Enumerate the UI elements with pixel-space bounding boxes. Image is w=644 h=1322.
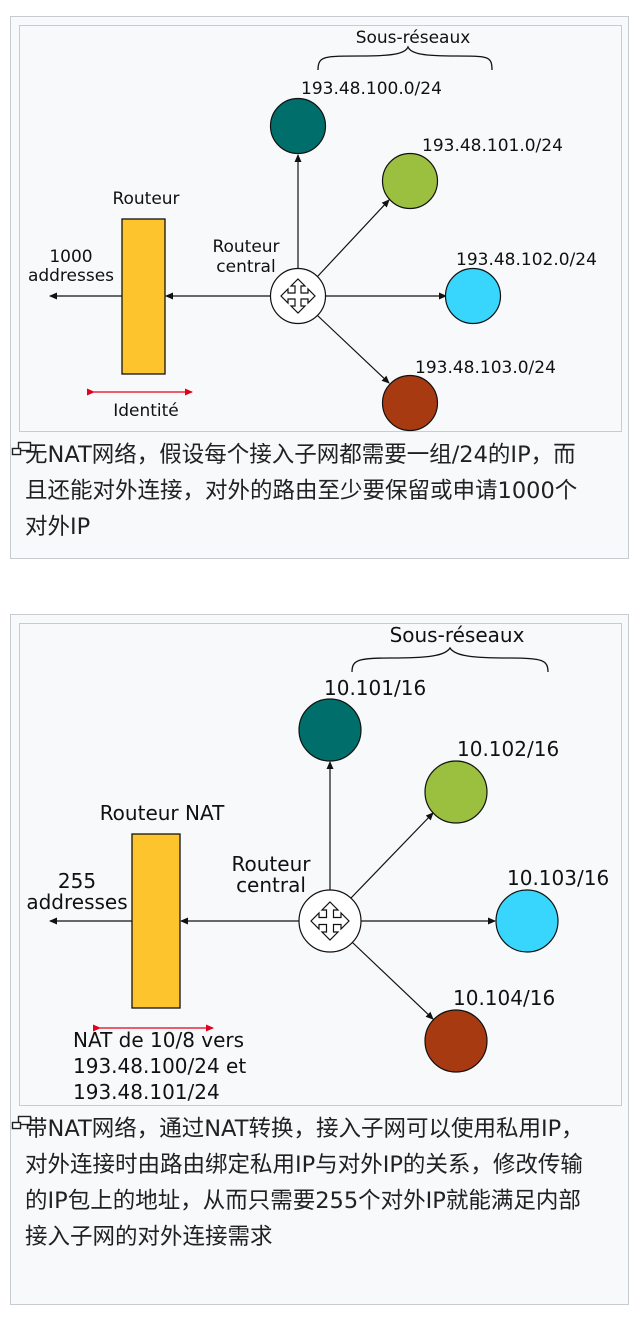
nat-label-line1: NAT de 10/8 vers [73, 1028, 244, 1052]
figure-1: Sous-réseaux 193.48.100.0/24 193 [10, 16, 629, 559]
diagram-without-nat: Sous-réseaux 193.48.100.0/24 193 [28, 28, 597, 432]
link-subnet-2 [343, 812, 434, 906]
subnet-label-2: 193.48.101.0/24 [422, 136, 563, 156]
router-label: Routeur [112, 189, 179, 209]
subnet-node-cyan [444, 267, 502, 325]
figure-2-caption: 带NAT网络，通过NAT转换，接入子网可以使用私用IP，对外连接时由路由绑定私用… [25, 1116, 584, 1250]
subnet-node-rust [424, 1009, 488, 1073]
enlarge-icon[interactable] [11, 441, 33, 459]
central-router-icon [269, 267, 327, 325]
nat-label-line3: 193.48.101/24 [73, 1080, 220, 1104]
link-subnet-2 [310, 199, 390, 284]
subnets-brace [317, 45, 493, 71]
subnets-brace [351, 646, 549, 673]
link-subnet-4 [310, 308, 390, 384]
subnet-label-3: 193.48.102.0/24 [456, 250, 597, 270]
figure-2-image[interactable]: Sous-réseaux 10.101/16 10.102/16 [19, 623, 622, 1106]
subnet-node-teal [298, 698, 362, 762]
subnet-label-4: 10.104/16 [453, 986, 555, 1010]
subnets-title: Sous-réseaux [390, 623, 525, 647]
subnet-node-cyan [495, 889, 559, 953]
subnet-node-green [424, 760, 488, 824]
enlarge-icon[interactable] [11, 1115, 33, 1133]
subnet-label-1: 10.101/16 [324, 676, 426, 700]
diagram-with-nat: Sous-réseaux 10.101/16 10.102/16 [26, 623, 609, 1104]
subnet-label-4: 193.48.103.0/24 [415, 358, 556, 378]
nat-label-line2: 193.48.100/24 et [73, 1054, 246, 1078]
central-router-icon [298, 889, 362, 953]
subnet-label-3: 10.103/16 [507, 866, 609, 890]
external-addresses: addresses [26, 890, 127, 914]
router-label: Routeur NAT [100, 801, 225, 825]
subnet-node-rust [381, 374, 439, 432]
central-router-label-line1: Routeur [232, 852, 312, 876]
subnet-label-1: 193.48.100.0/24 [301, 79, 442, 99]
subnet-label-2: 10.102/16 [457, 737, 559, 761]
central-router-label-line2: central [216, 257, 275, 277]
subnets-title: Sous-réseaux [356, 28, 471, 48]
router-box [121, 218, 166, 375]
central-router-label-line2: central [236, 873, 306, 897]
nat-router-box [131, 833, 181, 1009]
link-subnet-4 [345, 935, 434, 1020]
figure-2: Sous-réseaux 10.101/16 10.102/16 [10, 614, 629, 1305]
external-addresses: addresses [28, 266, 114, 286]
figure-1-caption: 无NAT网络，假设每个接入子网都需要一组/24的IP，而且还能对外连接，对外的路… [25, 442, 578, 540]
identity-label: Identité [113, 401, 179, 421]
central-router-label-line1: Routeur [212, 237, 279, 257]
external-count: 1000 [49, 247, 92, 267]
subnet-node-teal [269, 97, 327, 155]
figure-1-image[interactable]: Sous-réseaux 193.48.100.0/24 193 [19, 25, 622, 432]
subnet-node-green [381, 152, 439, 210]
external-count: 255 [58, 869, 96, 893]
